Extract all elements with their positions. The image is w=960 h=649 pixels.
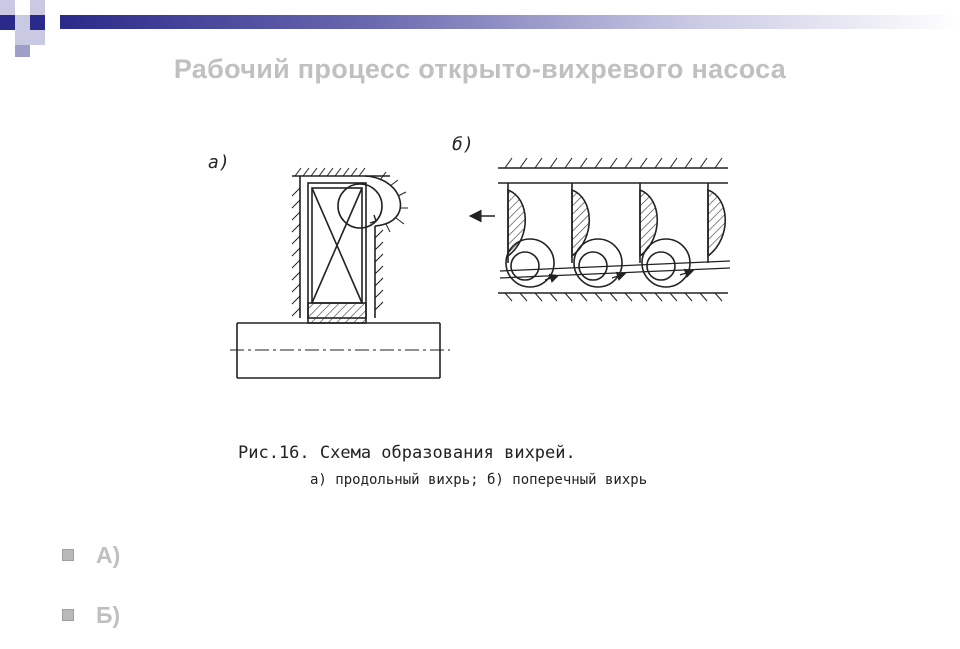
- figure-caption-line2: а) продольный вихрь; б) поперечный вихрь: [310, 472, 647, 488]
- transverse-vortices: [505, 238, 691, 288]
- figure-caption-line1: Рис.16. Схема образования вихрей.: [238, 443, 576, 463]
- label-a: а): [208, 152, 230, 173]
- label-b: б): [452, 134, 474, 155]
- bottom-wall-hatch: [504, 292, 723, 302]
- header-bar: [60, 15, 960, 29]
- bullet-label: А): [96, 541, 121, 568]
- bullet-square-icon: [62, 549, 74, 561]
- corner-decoration: [0, 0, 45, 57]
- bullet-square-icon: [62, 609, 74, 621]
- diagram-part-b: б): [452, 134, 731, 302]
- bullet-label: Б): [96, 601, 121, 628]
- bullet-item-b: Б): [62, 600, 662, 630]
- bullet-item-a: А): [62, 540, 662, 570]
- housing-right-hatch: [374, 229, 384, 311]
- top-wall-hatch: [504, 157, 723, 169]
- vortex-diagram: а): [200, 128, 760, 498]
- diagram-part-a: а): [208, 152, 450, 379]
- housing-top-hatch: [294, 167, 366, 177]
- channel-hatch: [379, 171, 408, 233]
- housing-left-hatch: [291, 187, 301, 317]
- slide-title: Рабочий процесс открыто-вихревого насоса: [173, 54, 787, 84]
- bullet-list: А) Б): [62, 540, 662, 649]
- vortex-diagram-svg: а): [208, 134, 731, 488]
